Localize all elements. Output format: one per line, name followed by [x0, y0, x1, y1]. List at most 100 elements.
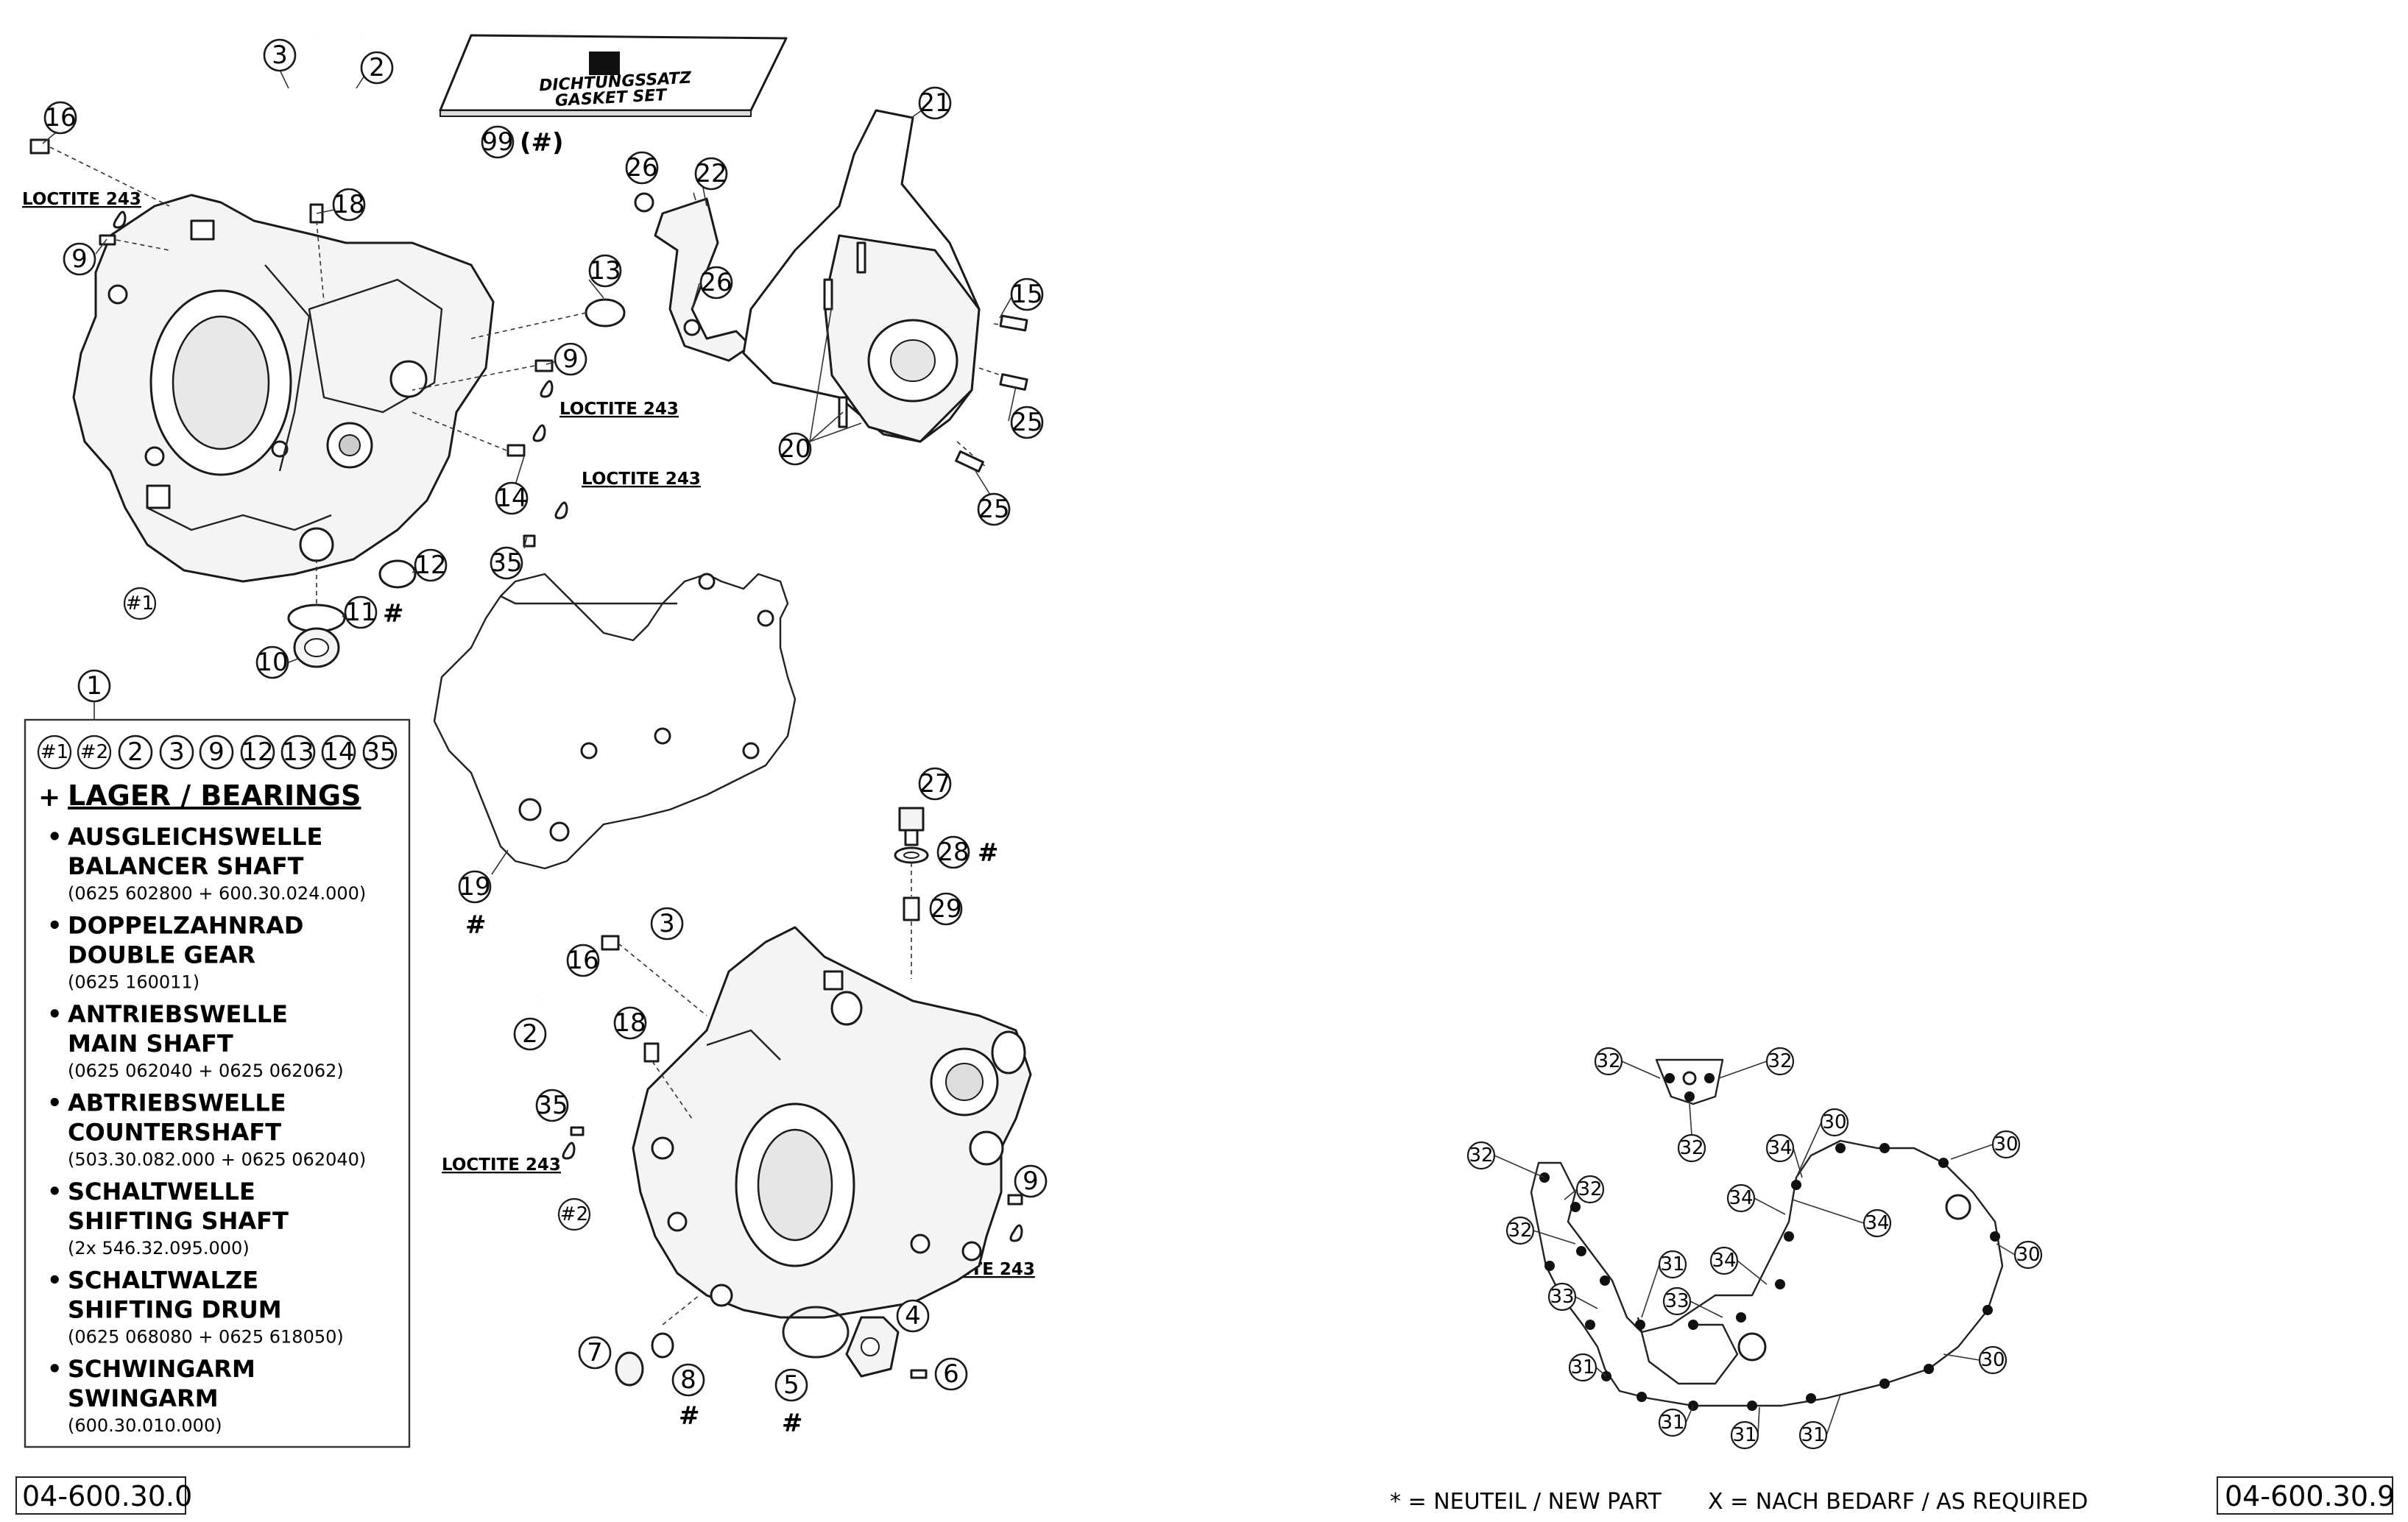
svg-text:11: 11 — [345, 598, 376, 627]
gasket-leader-line — [1996, 1243, 2016, 1256]
svg-text:99: 99 — [481, 127, 513, 157]
svg-text:14: 14 — [322, 737, 354, 767]
svg-text:2: 2 — [369, 53, 385, 82]
kit-item-part-numbers: (0625 068080 + 0625 618050) — [68, 1327, 344, 1348]
svg-text:9: 9 — [562, 344, 579, 374]
svg-text:3: 3 — [659, 909, 675, 938]
svg-text:32: 32 — [1469, 1144, 1493, 1167]
gasket-hole-dot — [1576, 1246, 1586, 1256]
svg-text:13: 13 — [282, 737, 314, 767]
svg-text:3: 3 — [272, 40, 288, 70]
gasket-leader-line — [1641, 1264, 1660, 1318]
gasket-leader-line — [1718, 1061, 1768, 1079]
svg-text:19: 19 — [459, 872, 490, 902]
gasket-hole-dot — [1784, 1231, 1794, 1242]
svg-text:5: 5 — [783, 1370, 799, 1400]
svg-text:30: 30 — [1994, 1133, 2018, 1155]
svg-text:32: 32 — [1596, 1050, 1620, 1072]
callout-26-mid: 26 — [699, 266, 733, 300]
callout-20: 20 — [778, 432, 812, 466]
svg-text:30: 30 — [1822, 1111, 1846, 1133]
gasket-hole-dots — [1494, 1061, 2016, 1436]
gasket-hole-diagram — [1530, 1058, 2004, 1407]
loctite-label-4: LOCTITE 243 — [442, 1155, 561, 1175]
kit-badge: 2 — [118, 735, 153, 770]
kit-item-name-de: SCHALTWALZE — [68, 1267, 258, 1295]
callout-12: 12 — [414, 548, 448, 582]
svg-text:2: 2 — [127, 737, 144, 767]
studs-lower — [540, 920, 1023, 1242]
gasket-hole-dot — [1835, 1143, 1846, 1153]
callout-32-c: 32 — [1677, 1133, 1706, 1163]
callout-34-c: 34 — [1863, 1208, 1892, 1238]
gasket-hole-dot — [1664, 1073, 1675, 1083]
callout-35-upper: 35 — [490, 546, 523, 580]
svg-text:16: 16 — [567, 946, 599, 975]
kit-item-name-en: SHIFTING SHAFT — [68, 1207, 289, 1235]
callout-3-top: 3 — [263, 38, 297, 72]
crankcase-half-2 — [632, 926, 1032, 1319]
callout-15: 15 — [1010, 277, 1044, 311]
svg-text:13: 13 — [589, 256, 621, 286]
svg-text:18: 18 — [333, 190, 364, 219]
svg-text:#2: #2 — [560, 1203, 588, 1225]
callout-5: 5 — [774, 1368, 808, 1402]
gasket-leader-line — [1689, 1103, 1692, 1136]
svg-text:31: 31 — [1801, 1424, 1825, 1446]
svg-text:9: 9 — [71, 244, 88, 274]
gasket-leader-line — [1685, 1405, 1694, 1423]
footer: 04-600.30.0 * = NEUTEIL / NEW PART X = N… — [15, 1476, 2395, 1515]
kit-item-name-de: AUSGLEICHSWELLE — [68, 823, 322, 851]
callout-21: 21 — [918, 86, 952, 120]
callout-33-b: 33 — [1662, 1286, 1692, 1316]
callout-1: 1 — [77, 669, 111, 703]
gasket-leader-line — [1690, 1300, 1723, 1318]
gasket-set-kit: DICHTUNGSSATZ GASKET SET 99 (#) — [439, 34, 788, 159]
callout-99: 99 — [481, 125, 515, 159]
svg-text:30: 30 — [1980, 1349, 2005, 1371]
callout-hash1: #1 — [123, 587, 157, 620]
svg-text:32: 32 — [1508, 1220, 1532, 1242]
callout-11-new-mark: # — [383, 599, 404, 629]
footer-right-code: 04-600.30.9 — [2225, 1480, 2395, 1512]
gasket-hole-dot — [1704, 1073, 1715, 1083]
svg-text:15: 15 — [1011, 280, 1042, 309]
loctite-label-1: LOCTITE 243 — [22, 190, 141, 209]
callout-9-upper-left: 9 — [63, 242, 96, 276]
callout-16-top: 16 — [43, 101, 77, 135]
svg-text:21: 21 — [919, 88, 950, 118]
kit-item-part-numbers: (2x 546.32.095.000) — [68, 1238, 250, 1259]
callout-16-lower: 16 — [566, 944, 600, 977]
callout-31-a: 31 — [1658, 1250, 1687, 1279]
svg-text:32: 32 — [1768, 1050, 1792, 1072]
gasket-leader-line — [1737, 1260, 1768, 1285]
callout-30-b: 30 — [1991, 1130, 2021, 1159]
callout-34-d: 34 — [1709, 1246, 1739, 1275]
svg-text:35: 35 — [490, 548, 522, 578]
gasket-hole-dot — [1924, 1364, 1934, 1374]
svg-text:8: 8 — [680, 1365, 696, 1395]
gasket-leader-line — [1621, 1061, 1661, 1079]
svg-text:34: 34 — [1712, 1250, 1736, 1272]
svg-text:6: 6 — [943, 1359, 959, 1389]
svg-text:31: 31 — [1660, 1412, 1684, 1434]
svg-text:25: 25 — [978, 495, 1009, 524]
svg-text:34: 34 — [1729, 1187, 1753, 1209]
gasket-hole-dot — [1636, 1392, 1647, 1402]
callout-5-new-mark: # — [782, 1409, 803, 1438]
svg-text:34: 34 — [1768, 1137, 1792, 1159]
svg-text:10: 10 — [256, 648, 288, 677]
kit-item-part-numbers: (600.30.010.000) — [68, 1415, 222, 1436]
callout-32-e: 32 — [1575, 1175, 1605, 1204]
kit-item-name-de: DOPPELZAHNRAD — [68, 912, 303, 940]
svg-text:27: 27 — [919, 769, 950, 799]
kit-item-bullet: • — [47, 823, 62, 851]
kit-item-name-en: DOUBLE GEAR — [68, 941, 255, 969]
kit-badge: 3 — [159, 735, 194, 770]
kit-item-bullet: • — [47, 1089, 62, 1117]
svg-text:31: 31 — [1732, 1424, 1756, 1446]
callout-7: 7 — [578, 1336, 612, 1370]
kit-item-name-de: ANTRIEBSWELLE — [68, 1000, 288, 1028]
callout-31-e: 31 — [1798, 1420, 1828, 1450]
svg-text:18: 18 — [614, 1008, 646, 1038]
